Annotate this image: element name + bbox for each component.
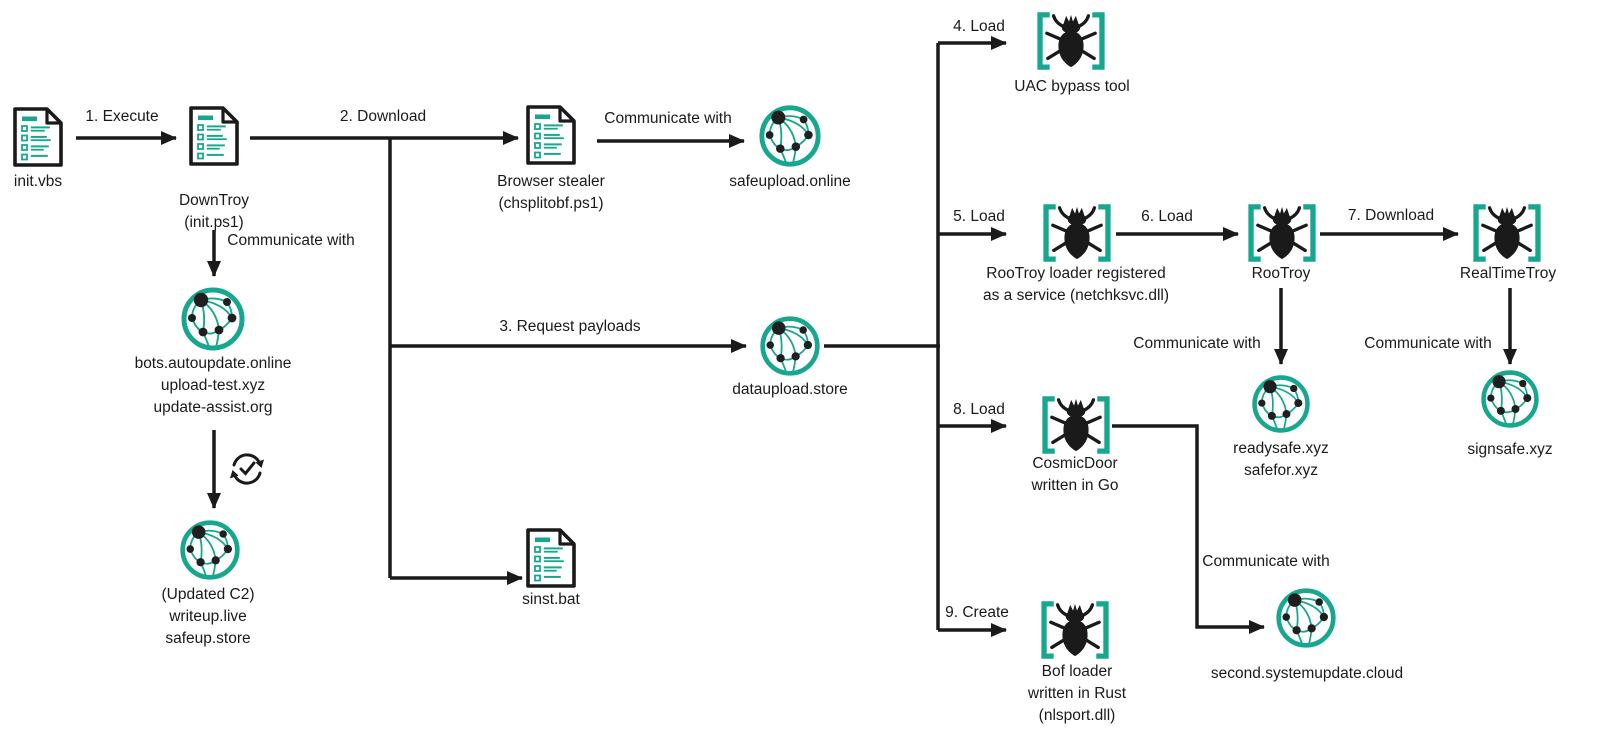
c2-server-globe-icon	[757, 103, 823, 169]
label-line: safeupload.online	[729, 173, 851, 190]
node-label-signsafe: signsafe.xyz	[1467, 439, 1552, 461]
label-line: RooTroy	[1251, 265, 1311, 282]
malware-bracket-bug-icon	[1244, 203, 1320, 263]
label-line: update-assist.org	[153, 399, 273, 416]
node-label-init-vbs: init.vbs	[14, 171, 62, 193]
label-line: upload-test.xyz	[160, 377, 266, 394]
script-file-icon	[524, 105, 578, 165]
c2-server-globe-icon	[1274, 586, 1338, 650]
node-label-bots-c2: bots.autoupdate.online upload-test.xyz u…	[135, 353, 292, 419]
sync-check-icon	[227, 449, 267, 489]
node-label-downtroy: DownTroy (init.ps1)	[179, 190, 249, 234]
edge-label-load-6: 6. Load	[1141, 208, 1193, 225]
edge-label-load-5: 5. Load	[953, 208, 1005, 225]
script-file-icon	[524, 528, 578, 588]
edge-label-download-7: 7. Download	[1347, 207, 1435, 224]
label-line: signsafe.xyz	[1467, 441, 1553, 458]
c2-server-globe-icon	[758, 314, 822, 378]
c2-server-globe-icon	[1479, 368, 1541, 430]
label-line: init.vbs	[13, 173, 63, 190]
c2-server-globe-icon	[1250, 373, 1312, 435]
label-line: RooTroy loader registered	[986, 265, 1166, 282]
edge-label-load-4: 4. Load	[953, 18, 1005, 35]
label-line: CosmicDoor	[1032, 455, 1118, 472]
malware-bracket-bug-icon	[1037, 600, 1113, 660]
node-label-sinst-bat: sinst.bat	[522, 589, 580, 611]
malware-bracket-bug-icon	[1038, 395, 1114, 455]
label-line: UAC bypass tool	[1014, 78, 1130, 95]
label-line: sinst.bat	[522, 591, 580, 608]
c2-server-globe-icon	[178, 518, 242, 582]
edge-cosmicdoor-communicate	[1112, 424, 1265, 634]
label-line: Bof loader	[1041, 663, 1113, 680]
edge-label-create-9: 9. Create	[945, 604, 1009, 621]
label-line: writeup.live	[169, 608, 247, 625]
script-file-icon	[11, 107, 65, 167]
edge-label-execute: 1. Execute	[85, 108, 159, 125]
label-line: DownTroy	[178, 192, 250, 209]
label-line: (chsplitobf.ps1)	[498, 195, 604, 212]
edge-label-communicate-downtroy: Communicate with	[227, 232, 355, 249]
node-label-cosmicdoor: CosmicDoor written in Go	[1031, 453, 1118, 497]
label-line: (init.ps1)	[184, 214, 244, 231]
edge-label-communicate-rootroy: Communicate with	[1133, 335, 1261, 352]
node-label-browser-stealer: Browser stealer (chsplitobf.ps1)	[497, 171, 605, 215]
label-line: second.systemupdate.cloud	[1210, 665, 1404, 682]
node-label-dataupload: dataupload.store	[732, 379, 847, 401]
node-label-second-c2: second.systemupdate.cloud	[1211, 663, 1403, 685]
label-line: (nlsport.dll)	[1038, 707, 1116, 724]
edge-label-communicate-realtimetroy: Communicate with	[1364, 335, 1492, 352]
label-line: as a service (netchksvc.dll)	[982, 287, 1170, 304]
label-line: bots.autoupdate.online	[134, 355, 292, 372]
edge-label-load-8: 8. Load	[953, 401, 1005, 418]
node-label-realtimetroy: RealTimeTroy	[1460, 263, 1556, 285]
malware-bracket-bug-icon	[1469, 203, 1545, 263]
label-line: safeup.store	[165, 630, 251, 647]
edge-label-communicate-stealer: Communicate with	[604, 110, 732, 127]
label-line: written in Go	[1031, 477, 1119, 494]
label-line: written in Rust	[1027, 685, 1127, 702]
c2-server-globe-icon	[179, 285, 247, 353]
label-line: readysafe.xyz	[1233, 440, 1329, 457]
script-file-icon	[187, 106, 241, 166]
node-label-uac-bypass: UAC bypass tool	[1014, 76, 1129, 98]
label-line: RealTimeTroy	[1459, 265, 1557, 282]
malware-bracket-bug-icon	[1033, 11, 1109, 71]
node-label-rootroy: RooTroy	[1252, 263, 1311, 285]
node-label-safeupload: safeupload.online	[729, 171, 851, 193]
node-label-updated-c2: (Updated C2) writeup.live safeup.store	[161, 584, 254, 650]
edge-label-communicate-cosmicdoor: Communicate with	[1202, 553, 1330, 570]
malware-bracket-bug-icon	[1039, 203, 1115, 263]
label-line: safefor.xyz	[1243, 462, 1319, 479]
label-line: dataupload.store	[732, 381, 848, 398]
edge-label-download: 2. Download	[339, 108, 427, 125]
node-label-bof-loader: Bof loader written in Rust (nlsport.dll)	[1028, 661, 1126, 727]
node-label-rootroy-loader: RooTroy loader registered as a service (…	[983, 263, 1169, 307]
edge-label-request-payloads: 3. Request payloads	[499, 318, 641, 335]
node-label-readysafe: readysafe.xyz safefor.xyz	[1233, 438, 1329, 482]
label-line: (Updated C2)	[161, 586, 255, 603]
label-line: Browser stealer	[497, 173, 605, 190]
